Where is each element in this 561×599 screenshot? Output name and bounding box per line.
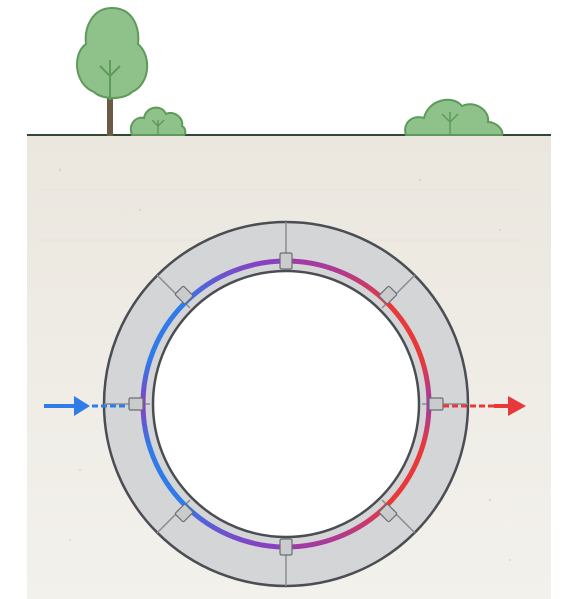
arrow-right-icon (494, 396, 526, 416)
pipe-connectors (128, 252, 444, 556)
connector-left (128, 397, 144, 411)
connector-bottom-left (174, 503, 194, 523)
bush-icon (130, 106, 187, 136)
connector-bottom (279, 538, 293, 556)
connector-right (428, 397, 444, 411)
connector-top-left (174, 285, 194, 305)
bush-icon (404, 98, 504, 136)
arrow-right-icon (44, 396, 90, 416)
outlet-flow (443, 396, 526, 416)
connector-bottom-right (378, 503, 398, 523)
connector-top (279, 252, 293, 270)
inlet-flow (44, 396, 128, 416)
tree-icon (75, 6, 149, 136)
connector-top-right (378, 285, 398, 305)
tunnel-bore (151, 269, 421, 539)
